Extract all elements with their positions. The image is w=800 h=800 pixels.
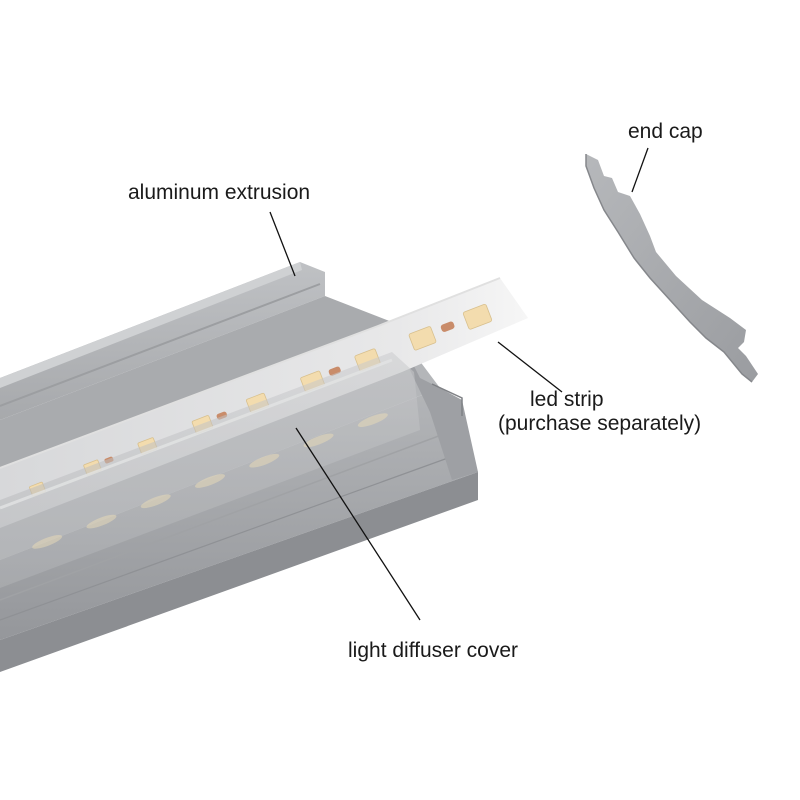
diffuser-glow	[249, 453, 280, 468]
end-cap	[585, 154, 758, 383]
diffuser-glow-row	[32, 413, 388, 549]
label-end-cap: end cap	[628, 120, 703, 143]
leader-diffuser	[295, 427, 421, 621]
label-led-strip: led strip	[530, 388, 604, 411]
end-cap-edge	[585, 154, 753, 383]
extrusion-flange-line	[0, 427, 461, 601]
extrusion-top-rail-edge	[0, 262, 302, 388]
diffuser-glow	[140, 494, 171, 509]
light-diffuser-cover	[0, 352, 420, 588]
extrusion-bottom-face	[0, 472, 478, 672]
leader-aluminum-extrusion	[269, 211, 296, 277]
extrusion-flange-line-2	[0, 449, 471, 621]
extrusion-end-lip	[431, 383, 463, 416]
extrusion-groove	[0, 283, 321, 407]
diffuser-glow	[357, 413, 388, 427]
led-chip	[408, 326, 437, 351]
leader-end-cap	[631, 147, 649, 193]
extrusion-end-profile	[392, 322, 478, 480]
led-strip-edge	[0, 277, 501, 469]
label-led-strip-note: (purchase separately)	[498, 412, 701, 435]
label-light-diffuser-cover: light diffuser cover	[348, 639, 518, 662]
led-chip	[462, 303, 493, 330]
diffuser-glow	[194, 474, 226, 488]
label-aluminum-extrusion: aluminum extrusion	[128, 181, 310, 204]
diffuser-glow	[303, 433, 334, 448]
diffuser-glow	[86, 514, 117, 529]
leader-led-strip	[497, 341, 563, 393]
diffuser-body	[0, 352, 420, 588]
led-resistor	[440, 321, 455, 332]
end-cap-face	[586, 154, 758, 382]
diffuser-glow	[32, 535, 63, 549]
diffuser-highlight	[0, 358, 393, 510]
extrusion-top-rail	[0, 262, 325, 420]
